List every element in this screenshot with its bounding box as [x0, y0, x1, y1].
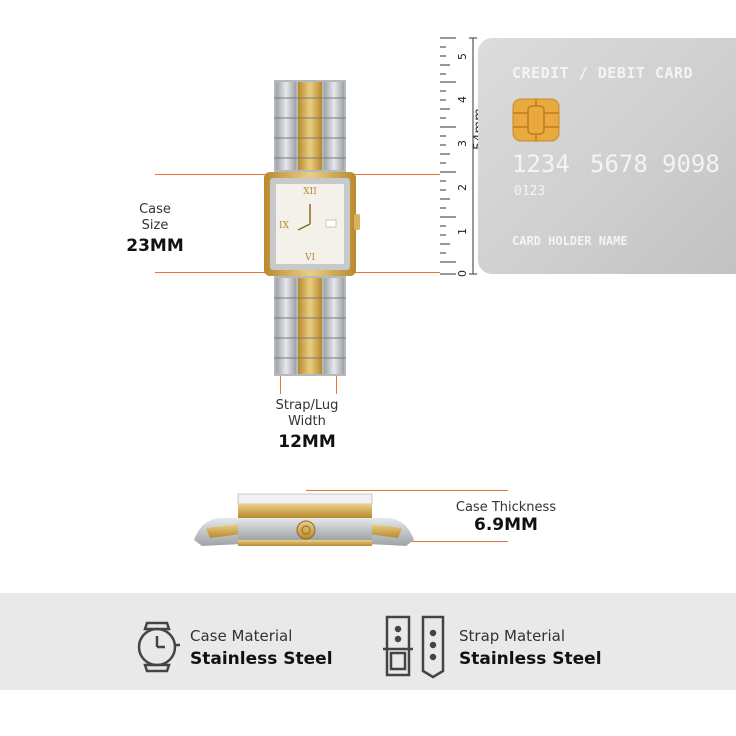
card-title: CREDIT / DEBIT CARD — [512, 64, 694, 82]
svg-text:IX: IX — [279, 221, 290, 231]
ruler-tick-2: 2 — [456, 184, 469, 191]
case-material-value: Stainless Steel — [190, 649, 333, 669]
card-small-number: 0123 — [514, 184, 546, 199]
card-number-2: 5678 — [590, 150, 648, 178]
watch-front-illustration: XII IX VI — [264, 80, 360, 376]
case-size-label-line1: Case — [139, 202, 171, 217]
case-size-value: 23MM — [126, 236, 184, 256]
card-holder-name: CARD HOLDER NAME — [512, 234, 628, 248]
case-size-label-line2: Size — [141, 218, 169, 233]
card-number-1: 1234 — [512, 150, 570, 178]
thickness-top-guide — [306, 490, 508, 491]
strap-width-label-line1: Strap/Lug — [275, 398, 339, 413]
materials-band: Case Material Stainless Steel Strap Mate… — [0, 593, 736, 690]
ruler-tick-3: 3 — [456, 140, 469, 147]
chip-icon — [512, 98, 560, 142]
case-size-label: Case Size — [120, 202, 190, 234]
svg-text:XII: XII — [303, 187, 317, 197]
credit-card: CREDIT / DEBIT CARD 1234 5678 9098 0123 … — [478, 38, 736, 274]
case-thickness-label: Case Thickness — [455, 500, 557, 515]
ruler-tick-5: 5 — [456, 53, 469, 60]
svg-text:VI: VI — [304, 253, 315, 263]
card-number-3: 9098 — [662, 150, 720, 178]
strap-width-label-line2: Width — [288, 414, 326, 429]
ruler-tick-4: 4 — [456, 96, 469, 103]
watch-side-illustration — [194, 493, 414, 546]
ruler-scale — [440, 36, 477, 276]
ruler: 5 4 3 2 1 0 — [440, 36, 478, 277]
ruler-tick-0: 0 — [456, 270, 469, 277]
ruler-tick-1: 1 — [456, 228, 469, 235]
strap-width-value: 12MM — [278, 432, 336, 452]
watch-icon — [137, 621, 180, 673]
case-thickness-value: 6.9MM — [474, 515, 538, 535]
strap-material-value: Stainless Steel — [459, 649, 602, 669]
case-material-label: Case Material — [190, 627, 293, 645]
strap-icon — [383, 615, 445, 679]
strap-width-label: Strap/Lug Width — [262, 398, 352, 430]
strap-material-label: Strap Material — [459, 627, 565, 645]
